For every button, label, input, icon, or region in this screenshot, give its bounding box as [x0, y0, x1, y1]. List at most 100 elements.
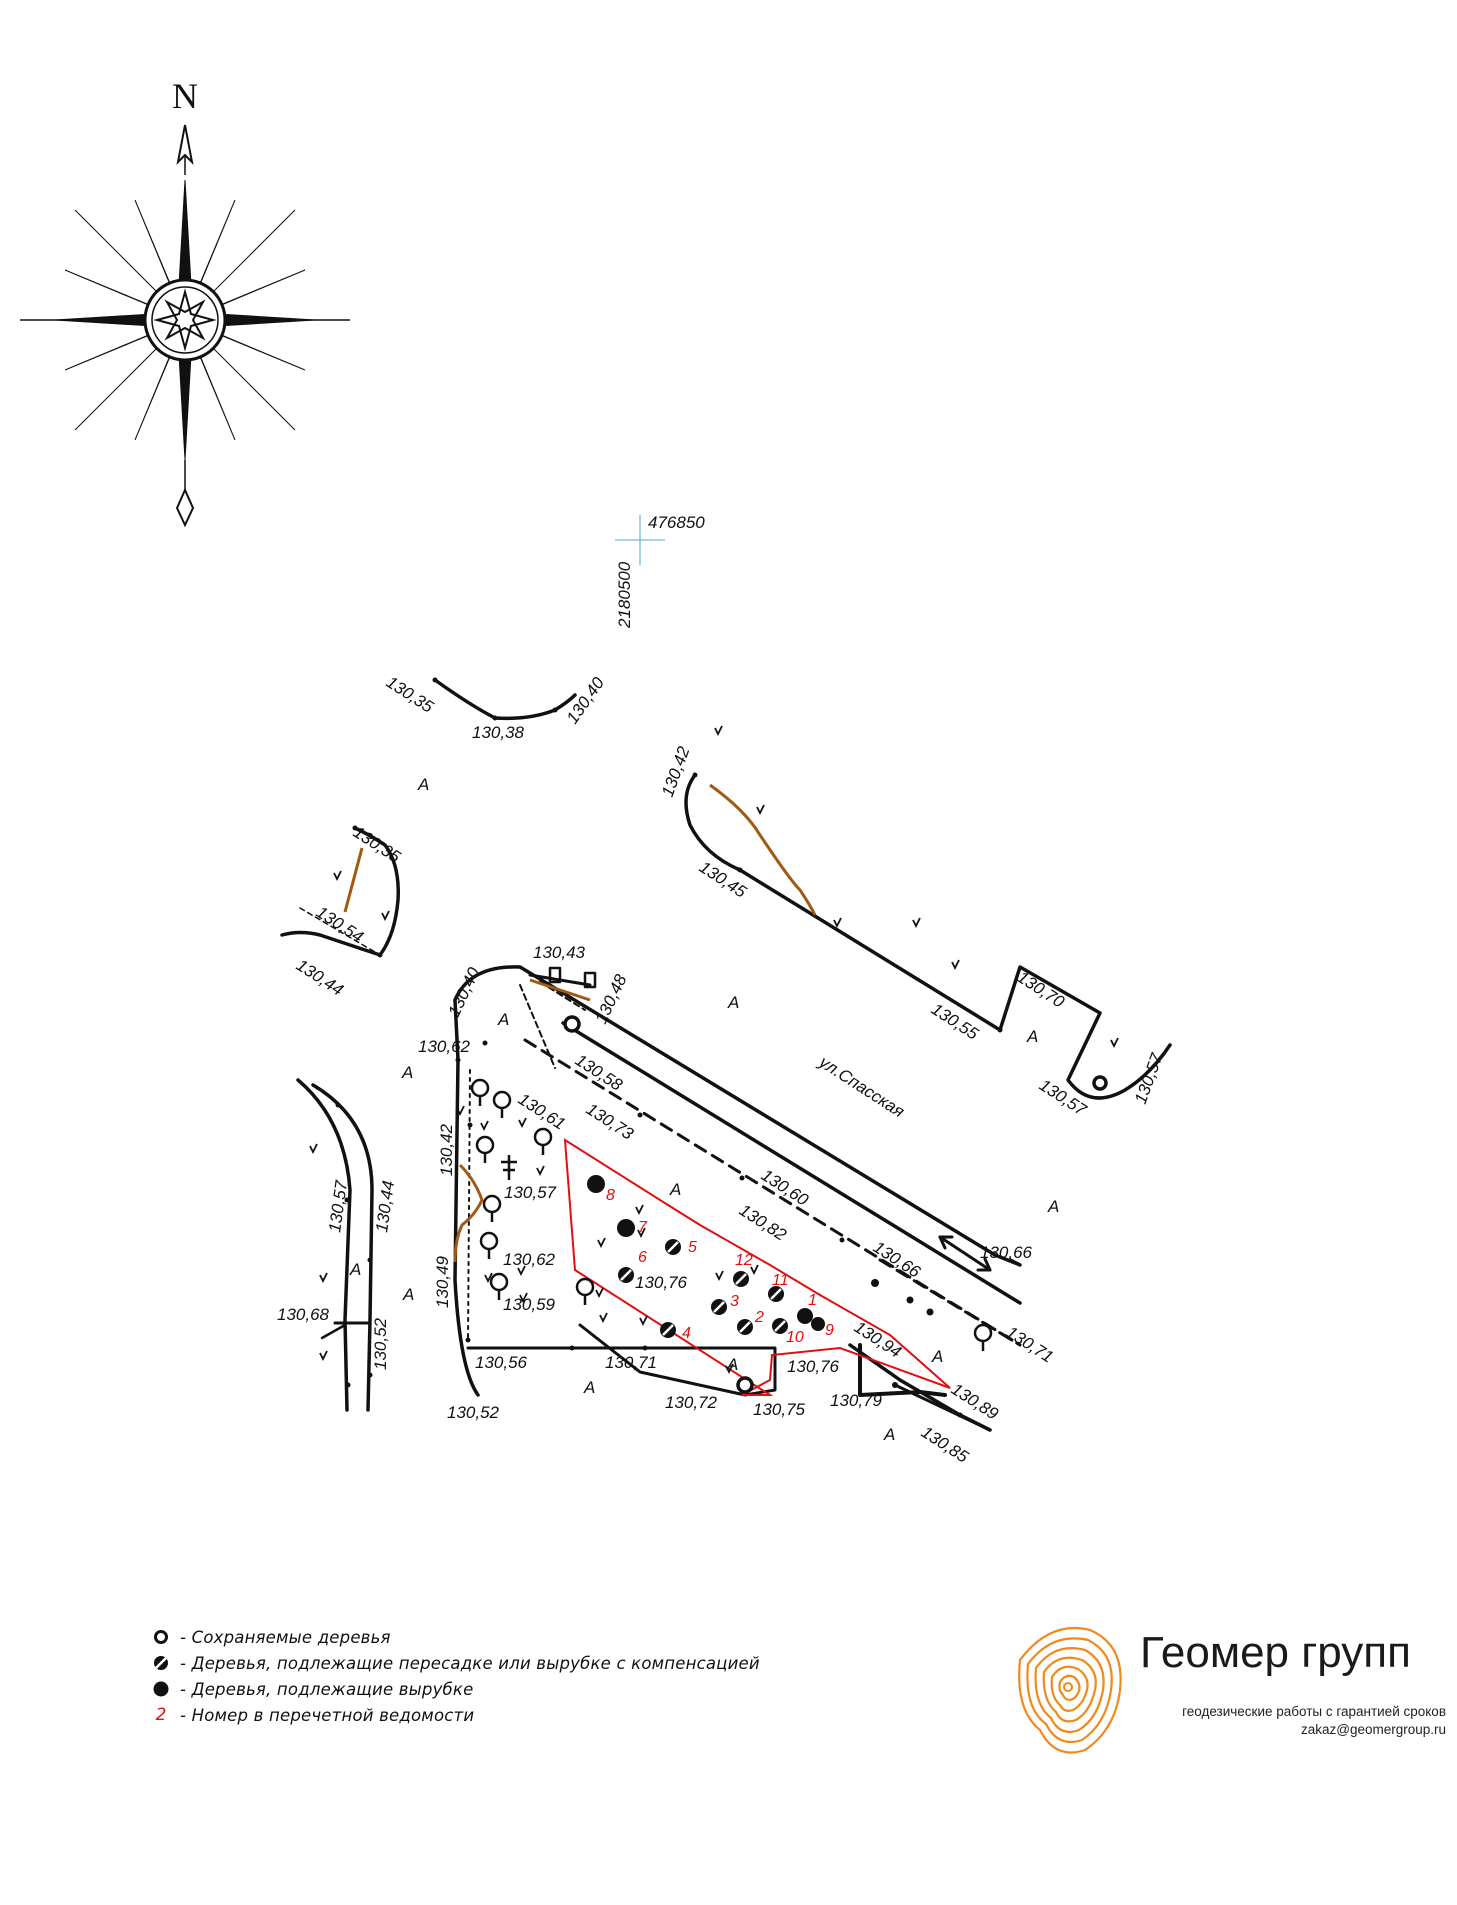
tree-kept-1 — [563, 1015, 581, 1033]
legend-kept-label: - Сохраняемые деревья — [180, 1627, 391, 1647]
elevation-label: 130,57 — [504, 1183, 557, 1202]
south-arrow — [175, 460, 195, 528]
tree-number: 7 — [638, 1219, 648, 1236]
elevation-label: 130,68 — [277, 1305, 330, 1324]
elevation-label: 130,79 — [830, 1391, 883, 1410]
tree-transplant-10 — [772, 1318, 788, 1334]
legend-row-kept: - Сохраняемые деревья — [150, 1624, 850, 1650]
trees-kept — [563, 1015, 1108, 1394]
elevation-label: 130,57 — [1131, 1050, 1167, 1106]
area-mark: А — [726, 1355, 738, 1374]
road-west-inner — [311, 1083, 374, 1412]
tree-number: 3 — [730, 1293, 739, 1310]
company-name: Геомер групп — [1140, 1628, 1411, 1677]
tree-transplant-5 — [665, 1239, 681, 1255]
tree-number: 12 — [735, 1252, 753, 1269]
elevation-label: 130,62 — [418, 1037, 471, 1056]
north-arrow — [176, 124, 194, 175]
area-mark: А — [669, 1180, 681, 1199]
elevation-label: 130,72 — [665, 1393, 718, 1412]
tree-symbol — [533, 1127, 553, 1155]
area-mark: А — [931, 1347, 943, 1366]
grid-cross: 476850 2180500 — [615, 513, 705, 629]
tree-number: 8 — [606, 1187, 615, 1204]
tree-transplant-2 — [737, 1319, 753, 1335]
tree-number: 2 — [754, 1309, 764, 1326]
elevation-label: 130,71 — [1003, 1322, 1057, 1366]
compass-rose: N — [20, 76, 350, 528]
elevation-label: 130,89 — [948, 1379, 1002, 1424]
area-mark: А — [497, 1010, 509, 1029]
tree-transplant-12 — [733, 1271, 749, 1287]
tree-number: 9 — [825, 1322, 834, 1339]
legend-row-number: 2 - Номер в перечетной ведомости — [150, 1702, 850, 1728]
area-mark: А — [417, 775, 429, 794]
tree-numbers: 1 2 3 4 5 6 7 8 9 10 11 12 — [606, 1187, 834, 1346]
park-boundary — [453, 965, 1022, 1267]
trees-transplant — [618, 1239, 788, 1338]
elevation-label: 130,75 — [753, 1400, 806, 1419]
tree-symbol — [492, 1090, 512, 1118]
company-logo-icon — [1018, 1626, 1122, 1754]
elevation-label: 130,38 — [472, 723, 525, 742]
contours — [343, 783, 817, 1263]
elevation-label: 130,45 — [696, 857, 750, 902]
elevation-label: 130,76 — [787, 1357, 840, 1376]
tree-symbol — [475, 1135, 495, 1163]
tree-number: 5 — [688, 1239, 697, 1256]
elevation-label: 130,49 — [433, 1255, 452, 1308]
elevation-label: 130,42 — [437, 1123, 456, 1176]
trees-cut — [587, 1175, 825, 1331]
elevation-label: 130,76 — [635, 1273, 688, 1292]
tree-symbol — [973, 1323, 993, 1351]
elevation-label: 130,52 — [371, 1317, 390, 1370]
grid-easting: 476850 — [648, 513, 705, 532]
area-mark: А — [583, 1378, 595, 1397]
number-sample: 2 — [150, 1704, 172, 1726]
area-mark: А — [1047, 1197, 1059, 1216]
grid-northing: 2180500 — [615, 561, 634, 629]
tree-symbols — [470, 1078, 993, 1351]
elevation-label: 130,57 — [1036, 1075, 1090, 1120]
legend-transplant-label: - Деревья, подлежащие пересадке или выру… — [180, 1653, 760, 1673]
elevation-label: 130,85 — [918, 1422, 972, 1467]
company-email[interactable]: zakaz@geomergroup.ru — [1300, 1722, 1446, 1737]
street-name: ул.Спасская — [815, 1052, 908, 1121]
kept-tree-icon — [150, 1626, 172, 1648]
elevation-label: 130,56 — [475, 1353, 528, 1372]
legend: - Сохраняемые деревья - Деревья, подлежа… — [150, 1624, 850, 1728]
tree-number: 10 — [786, 1329, 804, 1346]
area-mark: А — [349, 1260, 361, 1279]
curb-northeast — [684, 773, 1172, 1100]
elevation-label: 130,44 — [293, 955, 347, 999]
tree-kept-3 — [1092, 1075, 1108, 1091]
transplant-tree-icon — [150, 1652, 172, 1674]
elevation-label: 130,48 — [591, 971, 630, 1027]
legend-row-transplant: - Деревья, подлежащие пересадке или выру… — [150, 1650, 850, 1676]
area-mark: А — [402, 1285, 414, 1304]
tree-cut-7 — [617, 1219, 635, 1237]
north-label: N — [172, 76, 198, 116]
road-west-edge — [296, 1078, 352, 1412]
elevation-label: 130,61 — [515, 1089, 569, 1133]
tree-transplant-11 — [768, 1286, 784, 1302]
elevation-label: 130,52 — [447, 1403, 500, 1422]
area-mark: А — [883, 1425, 895, 1444]
compass-center-ornament — [153, 288, 217, 352]
curb-north — [433, 678, 577, 721]
tree-symbol — [575, 1277, 595, 1305]
tree-transplant-4 — [660, 1322, 676, 1338]
elevation-label: 130,40 — [444, 964, 483, 1020]
legend-number-sample: 2 — [155, 1705, 167, 1725]
survey-points — [335, 677, 1003, 1418]
elevation-label: 130,55 — [928, 999, 982, 1044]
area-mark: А — [1026, 1027, 1038, 1046]
elevation-label: 130,82 — [736, 1200, 790, 1245]
tree-symbol — [482, 1194, 502, 1222]
curb-west-island — [280, 826, 400, 957]
elevation-label: 130,44 — [372, 1179, 398, 1233]
legend-row-cut: - Деревья, подлежащие вырубке — [150, 1676, 850, 1702]
elevation-label: 130,66 — [870, 1237, 924, 1282]
elevation-label: 130,35 — [383, 672, 437, 717]
area-mark: А — [727, 993, 739, 1012]
